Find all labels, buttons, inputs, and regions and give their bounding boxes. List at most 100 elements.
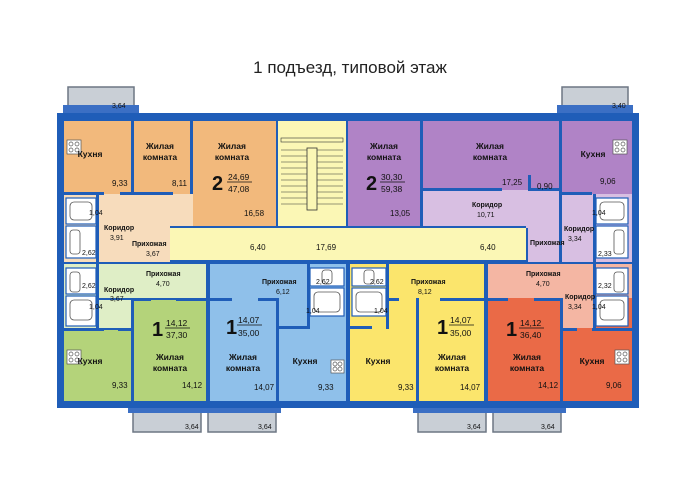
room-label: Коридор: [565, 294, 595, 301]
area: 13,05: [390, 209, 411, 218]
stove-icon: [612, 139, 628, 155]
staircase: [278, 121, 346, 228]
area: 9,33: [398, 383, 414, 392]
room-label: комната: [215, 152, 250, 162]
balcony-area: 3,64: [185, 424, 199, 431]
room-label: Коридор: [104, 287, 134, 294]
area: 14,12: [538, 381, 559, 390]
balcony-bottom-3: 3,64: [413, 405, 491, 433]
total-area: 59,38: [381, 184, 403, 194]
balcony-top-left: 3,64: [63, 86, 139, 114]
room-count: 1: [226, 317, 237, 339]
room-label: Коридор: [564, 226, 594, 233]
area: 2,32: [598, 283, 612, 290]
room-label: Жилая: [217, 141, 246, 151]
area: 3,34: [568, 304, 582, 311]
room-label: Жилая: [512, 352, 541, 362]
area: 1,04: [374, 308, 388, 315]
area: 2,62: [370, 279, 384, 286]
room-count: 1: [437, 317, 448, 339]
area: 1,04: [306, 308, 320, 315]
total-area: 36,40: [520, 330, 542, 340]
room-label: комната: [473, 152, 508, 162]
room-label: Кухня: [366, 356, 391, 366]
room-label: Прихожая: [146, 271, 181, 278]
common-corridor: [170, 228, 526, 260]
room-label: Коридор: [472, 202, 502, 209]
living-area: 14,07: [450, 315, 472, 325]
area: 4,70: [536, 281, 550, 288]
stove-icon: [66, 349, 82, 365]
room-label: Прихожая: [262, 279, 297, 286]
total-area: 35,00: [450, 328, 472, 338]
room-count: 2: [212, 173, 223, 195]
balcony-bottom-2: 3,64: [203, 405, 281, 433]
stove-icon: [66, 139, 82, 155]
area: 14,07: [254, 383, 275, 392]
room-label: Жилая: [228, 352, 257, 362]
area: 14,12: [182, 381, 203, 390]
room-label: Кухня: [581, 149, 606, 159]
area: 9,33: [318, 383, 334, 392]
room-label: Жилая: [475, 141, 504, 151]
living-area: 14,07: [238, 315, 260, 325]
total-area: 47,08: [228, 184, 250, 194]
balcony-top-right: 3,40: [557, 86, 633, 114]
room-label: комната: [510, 363, 545, 373]
page-title: 1 подъезд, типовой этаж: [253, 58, 447, 77]
room-label: комната: [143, 152, 178, 162]
room-label: комната: [226, 363, 261, 373]
area: 9,33: [112, 381, 128, 390]
room-label: комната: [435, 363, 470, 373]
area: 9,06: [600, 177, 616, 186]
area: 1,04: [89, 304, 103, 311]
balcony-area: 3,64: [258, 424, 272, 431]
total-area: 35,00: [238, 328, 260, 338]
area: 2,62: [82, 250, 96, 257]
area: 2,62: [82, 283, 96, 290]
area: 2,62: [316, 279, 330, 286]
room-label: Прихожая: [132, 241, 167, 248]
living-area: 30,30: [381, 172, 403, 182]
area: 8,11: [172, 179, 188, 188]
common-area: 6,40: [250, 243, 266, 252]
room-label: Коридор: [104, 225, 134, 232]
area: 3,34: [568, 236, 582, 243]
area: 9,06: [606, 381, 622, 390]
living-area: 14,12: [166, 318, 188, 328]
area: 0,90: [537, 182, 553, 191]
room-label: Жилая: [437, 352, 466, 362]
area: 8,12: [418, 289, 432, 296]
room-label: Жилая: [369, 141, 398, 151]
room-count: 1: [506, 319, 517, 341]
area: 14,07: [460, 383, 481, 392]
room-label: Прихожая: [526, 271, 561, 278]
room-label: Кухня: [78, 149, 103, 159]
room-label: Жилая: [145, 141, 174, 151]
total-area: 37,30: [166, 330, 188, 340]
room-label: комната: [367, 152, 402, 162]
area: 4,70: [156, 281, 170, 288]
stove-icon: [330, 359, 345, 374]
area: 3,67: [146, 251, 160, 258]
balcony-bottom-1: 3,64: [128, 405, 206, 433]
stove-icon: [614, 349, 630, 365]
living-area: 14,12: [520, 318, 542, 328]
room-label: Прихожая: [411, 279, 446, 286]
balcony-area: 3,64: [112, 103, 126, 110]
balcony-area: 3,64: [467, 424, 481, 431]
room-label: Жилая: [155, 352, 184, 362]
room-label: Кухня: [580, 356, 605, 366]
balcony-bottom-4: 3,64: [488, 405, 566, 433]
room-label: Кухня: [293, 356, 318, 366]
area: 1,04: [89, 210, 103, 217]
area: 3,91: [110, 235, 124, 242]
area: 17,25: [502, 178, 523, 187]
balcony-area: 3,40: [612, 103, 626, 110]
area: 3,67: [110, 296, 124, 303]
common-area: 6,40: [480, 243, 496, 252]
area: 9,33: [112, 179, 128, 188]
room-label: комната: [153, 363, 188, 373]
area: 16,58: [244, 209, 265, 218]
